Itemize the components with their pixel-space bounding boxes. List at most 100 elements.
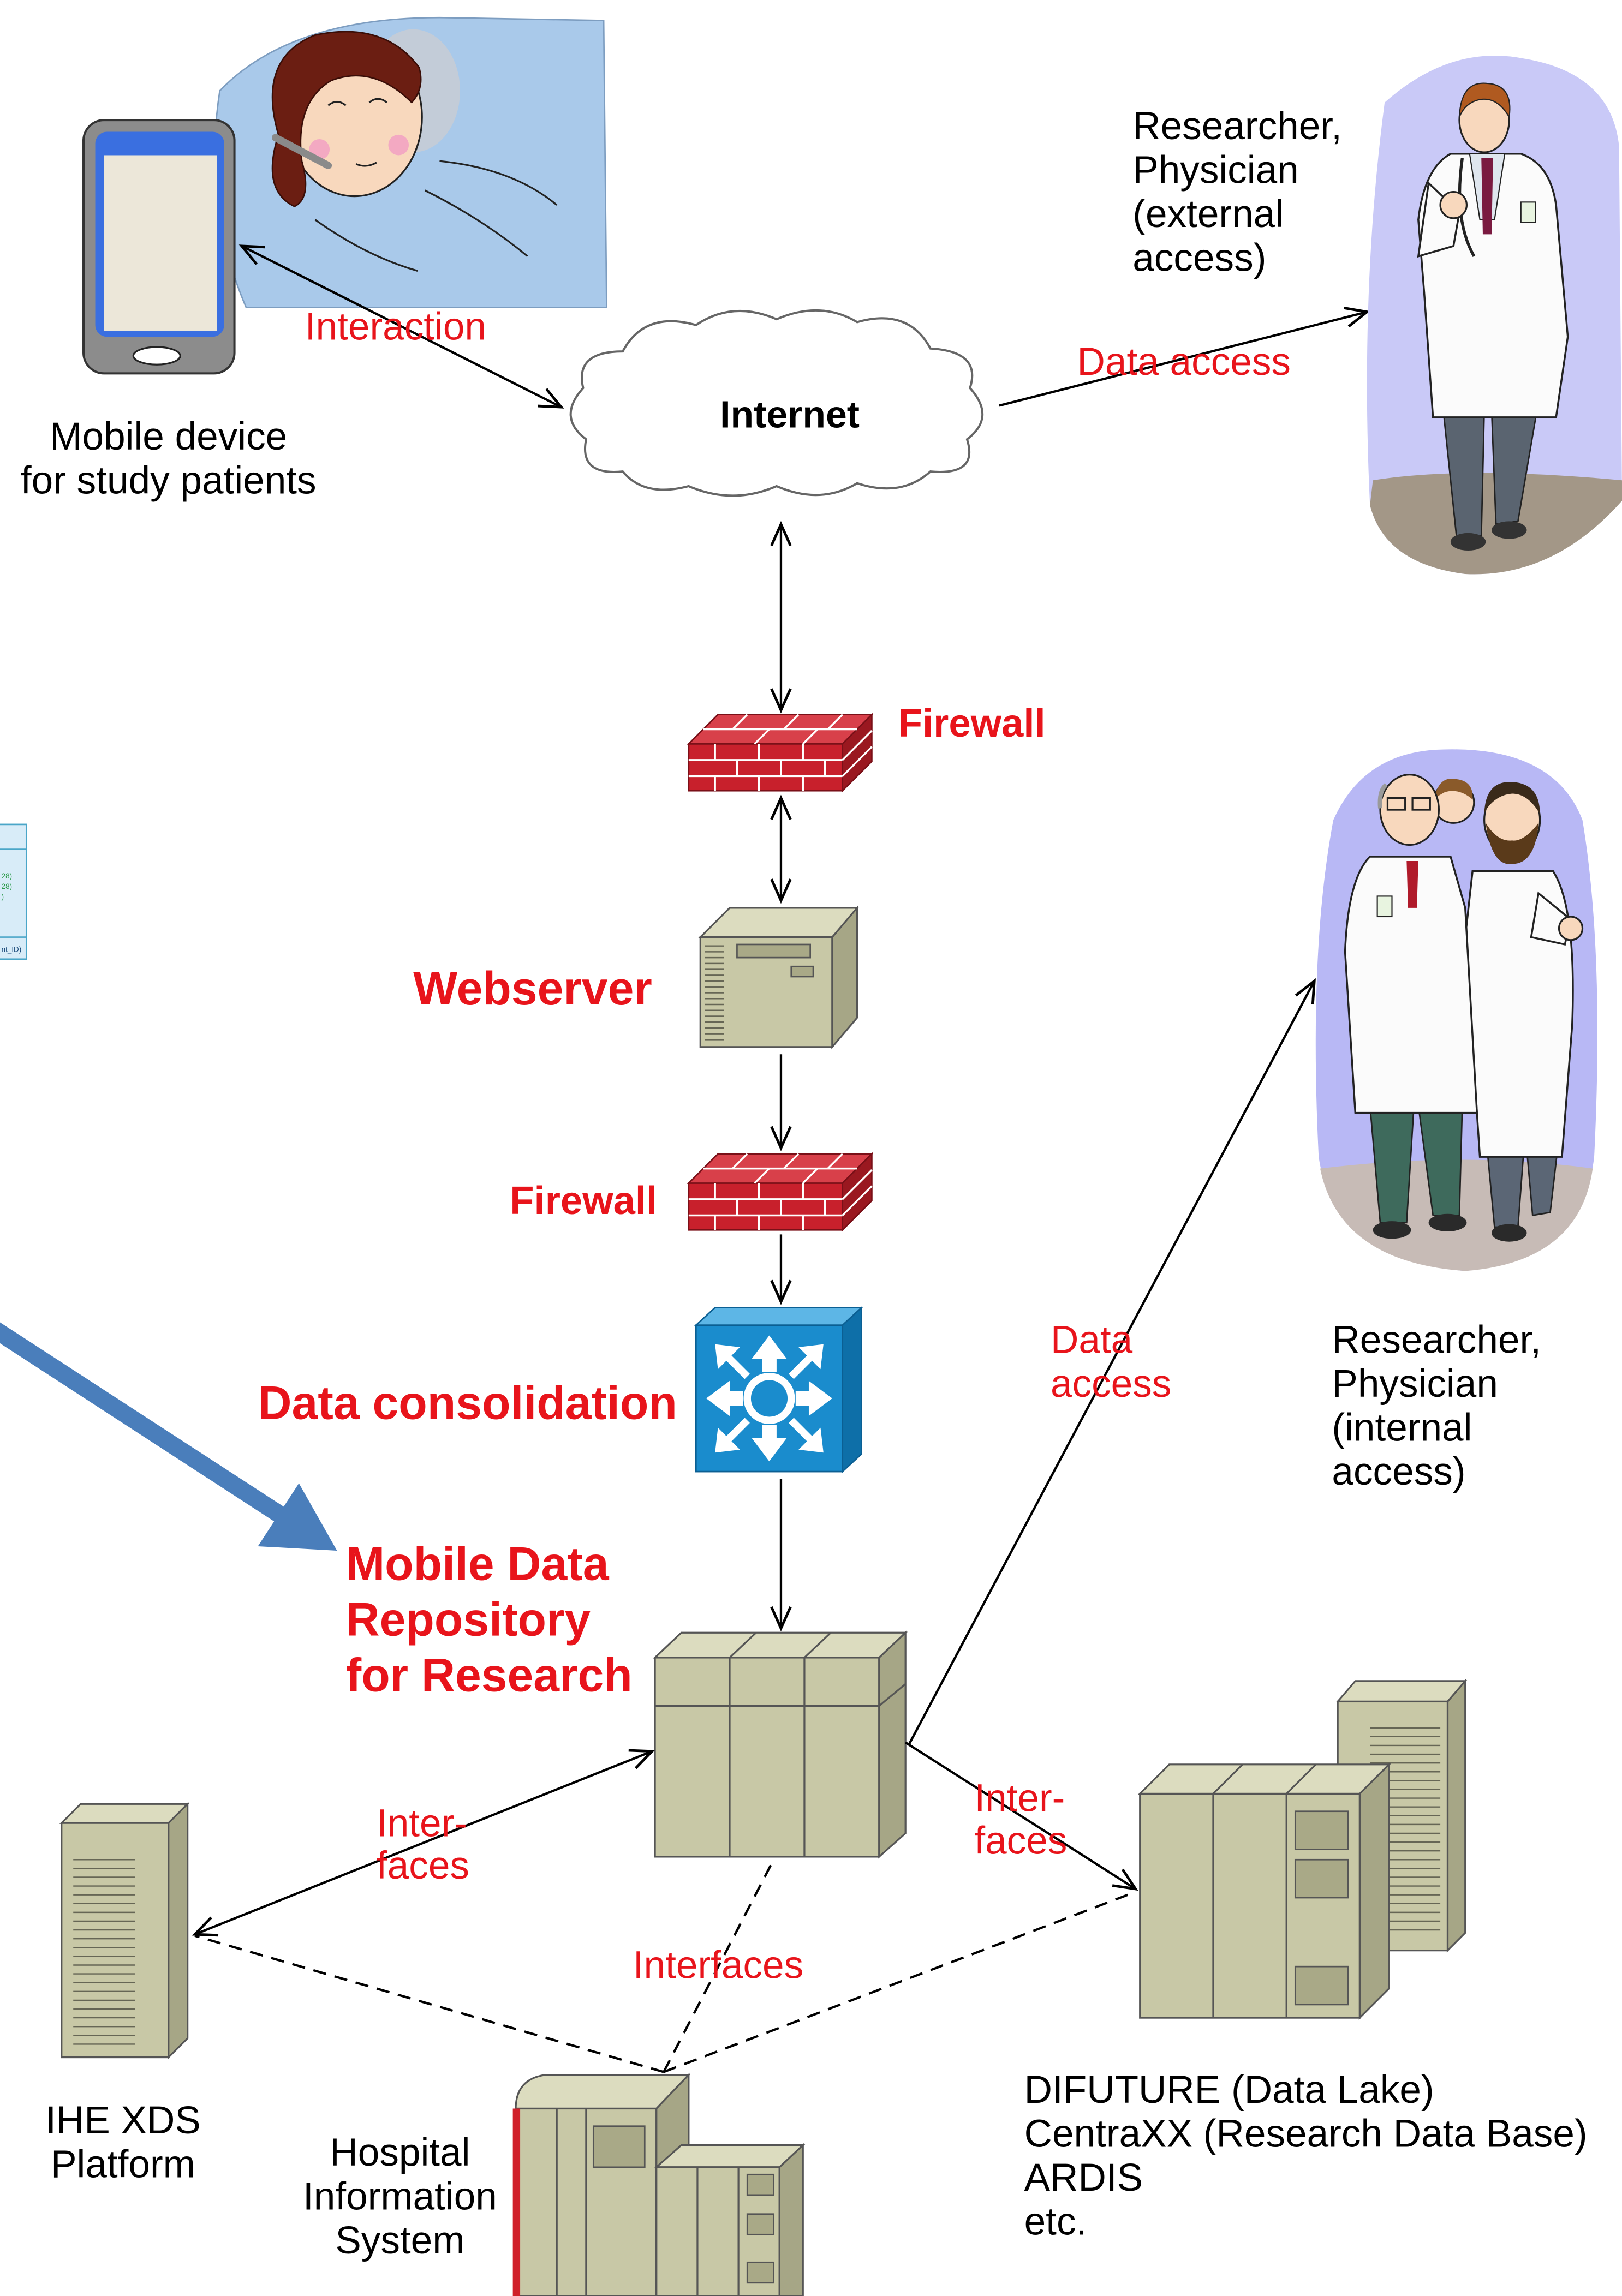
research-cabinet-panel (1294, 1858, 1349, 1899)
research-systems-server-icon (1137, 1678, 1468, 2020)
internal-data-access-label-line-2: access (1051, 1362, 1171, 1406)
external-data-access-arrow-head (1344, 306, 1370, 328)
his-cabinet-panel (746, 2261, 774, 2284)
firewall-webserver-arrow-head (770, 878, 792, 904)
ihe-server-front (61, 1822, 170, 2059)
research-interfaces-label-line-1: Inter- (974, 1777, 1065, 1820)
physician-tie (1481, 158, 1493, 235)
blanket-fold (424, 189, 528, 257)
his-cabinet-panel (746, 2213, 774, 2235)
his-ihe-dashed-link (194, 1934, 664, 2073)
external-role-line-3: (external (1132, 193, 1284, 236)
db-schema-line: 28) (2, 872, 12, 880)
physician-shoe (1492, 521, 1527, 539)
research-cabinet-panel (1294, 1810, 1349, 1850)
research-systems-line-2: CentraXX (Research Data Base) (1024, 2112, 1588, 2155)
blanket-fold (439, 160, 558, 206)
his-tower-top (515, 2074, 691, 2110)
firewall-bricks (688, 1153, 873, 1230)
his-cabinet-top (654, 2144, 806, 2168)
db-schema-line: nt_ID) (2, 945, 22, 953)
consolidation-side (842, 1306, 862, 1474)
ihe-server-top (59, 1803, 190, 1824)
ihe-server-side (168, 1802, 189, 2060)
physician-badge (1520, 201, 1536, 223)
patient-eye (368, 98, 387, 104)
colleague-hair (1434, 779, 1473, 800)
firewall-lower-label: Firewall (510, 1179, 657, 1223)
firewall-front (688, 743, 844, 792)
external-role-line-4: access) (1132, 236, 1266, 279)
db-schema-fragment: 28) 28) ) nt_ID) (0, 823, 27, 960)
blue-pointer-arrow-head (258, 1483, 337, 1551)
physician-shoe (1492, 1224, 1527, 1242)
webserver-label: Webserver (413, 962, 652, 1015)
his-label-line-3: System (335, 2219, 464, 2262)
research-systems-line-1: DIFUTURE (Data Lake) (1024, 2068, 1434, 2112)
data-consolidation-icon (694, 1306, 864, 1474)
external-data-access-arrow (999, 310, 1368, 407)
thermometer (272, 134, 332, 169)
physician-shoe (1373, 1221, 1411, 1239)
physician-beard (1486, 823, 1538, 864)
internal-data-access-arrow (907, 980, 1316, 1746)
firewall-lower-icon (687, 1152, 874, 1232)
physician-coat (1344, 856, 1478, 1114)
webserver-indicator (790, 965, 814, 978)
his-interfaces-label: Interfaces (633, 1944, 803, 1987)
internal-role-line-1: Researcher, (1332, 1319, 1541, 1362)
blue-pointer-arrow (0, 1322, 337, 1551)
physician-hair (1458, 82, 1511, 119)
patient-in-bed-illustration (214, 16, 607, 308)
repository-side (878, 1630, 907, 1859)
data-consolidation-label: Data consolidation (258, 1377, 677, 1429)
webserver-firewall-arrow-head (770, 1126, 792, 1151)
physician-badge (1376, 895, 1393, 918)
ihe-label-line-2: Platform (51, 2143, 195, 2186)
patient-hair (271, 31, 422, 207)
consolidation-hub-symbol (743, 1372, 795, 1424)
internet-label: Internet (720, 393, 860, 436)
mobile-device-icon (82, 119, 236, 375)
research-cabinet-side (1358, 1762, 1390, 2020)
consolidation-arrows-symbol (706, 1335, 832, 1462)
phone-screen (104, 155, 217, 331)
internal-data-access-arrow-head (1295, 978, 1316, 1005)
internal-role-line-3: (internal (1332, 1407, 1472, 1450)
his-research-dashed-link (663, 1891, 1136, 2073)
his-tower-red-strip (512, 2108, 521, 2296)
patient-eye (327, 100, 347, 106)
interaction-label: Interaction (305, 306, 486, 349)
webserver-icon (698, 905, 860, 1050)
physician-hand (1439, 190, 1468, 219)
firewall-upper-icon (687, 713, 874, 793)
physician-hair (1377, 783, 1388, 809)
his-cabinet-side (778, 2143, 804, 2296)
internet-cloud (569, 309, 984, 497)
internal-physicians-illustration (1315, 749, 1597, 1271)
blanket-fold (314, 219, 418, 272)
db-schema-line: ) (2, 893, 4, 901)
ihe-interfaces-arrow (194, 1750, 653, 1936)
ihe-interfaces-label-line-2: faces (377, 1844, 469, 1887)
consolidation-top (694, 1307, 864, 1326)
repository-label-line-2: Repository (346, 1594, 591, 1646)
ihe-server-vents (73, 1859, 135, 2045)
ihe-label-line-1: IHE XDS (45, 2099, 201, 2142)
internal-data-access-label-line-1: Data (1051, 1319, 1133, 1362)
internet-firewall-arrow-head (770, 688, 792, 714)
physician-coat (1464, 870, 1574, 1158)
his-cabinet-panel (746, 2173, 774, 2196)
consolidation-repository-arrow-head (770, 1606, 792, 1632)
interaction-arrow (241, 244, 562, 408)
physician-shoe (1428, 1213, 1467, 1231)
research-tower-top (1335, 1680, 1468, 1703)
firewall-bricks (688, 714, 873, 791)
research-interfaces-arrow (905, 1741, 1136, 1890)
firewall-consolidation-arrow-head (770, 1279, 792, 1305)
physician-trouser-leg (1486, 1149, 1525, 1228)
blue-pointer-arrow-shaft (0, 1322, 291, 1526)
ihe-interfaces-arrow-head (628, 1749, 655, 1769)
physician-glasses (1411, 797, 1431, 811)
